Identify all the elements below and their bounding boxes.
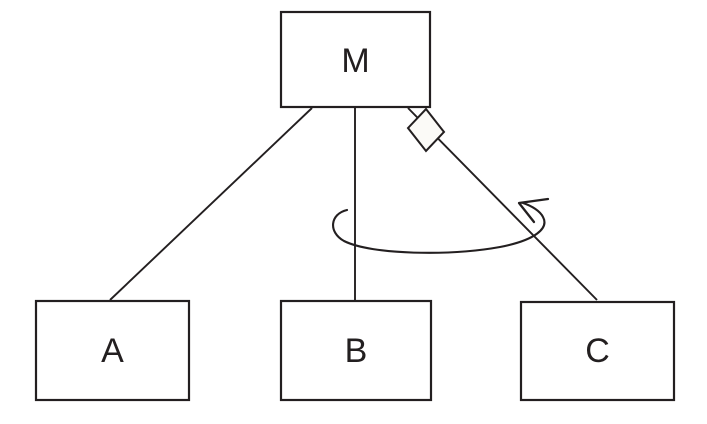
- node-label-c: C: [585, 332, 610, 370]
- edge-m-to-a: [109, 107, 313, 301]
- aggregation-diamond-icon: [406, 107, 446, 153]
- rotation-arc: [332, 201, 546, 254]
- node-label-m: M: [341, 42, 369, 80]
- rotation-arrowhead-icon: [517, 197, 550, 224]
- node-box-b[interactable]: [279, 299, 433, 402]
- node-label-a: A: [101, 332, 124, 370]
- node-box-m[interactable]: [279, 10, 432, 109]
- node-label-b: B: [345, 332, 368, 370]
- node-box-a[interactable]: [34, 299, 191, 402]
- node-box-c[interactable]: [519, 300, 676, 402]
- edge-m-to-c: [407, 107, 598, 301]
